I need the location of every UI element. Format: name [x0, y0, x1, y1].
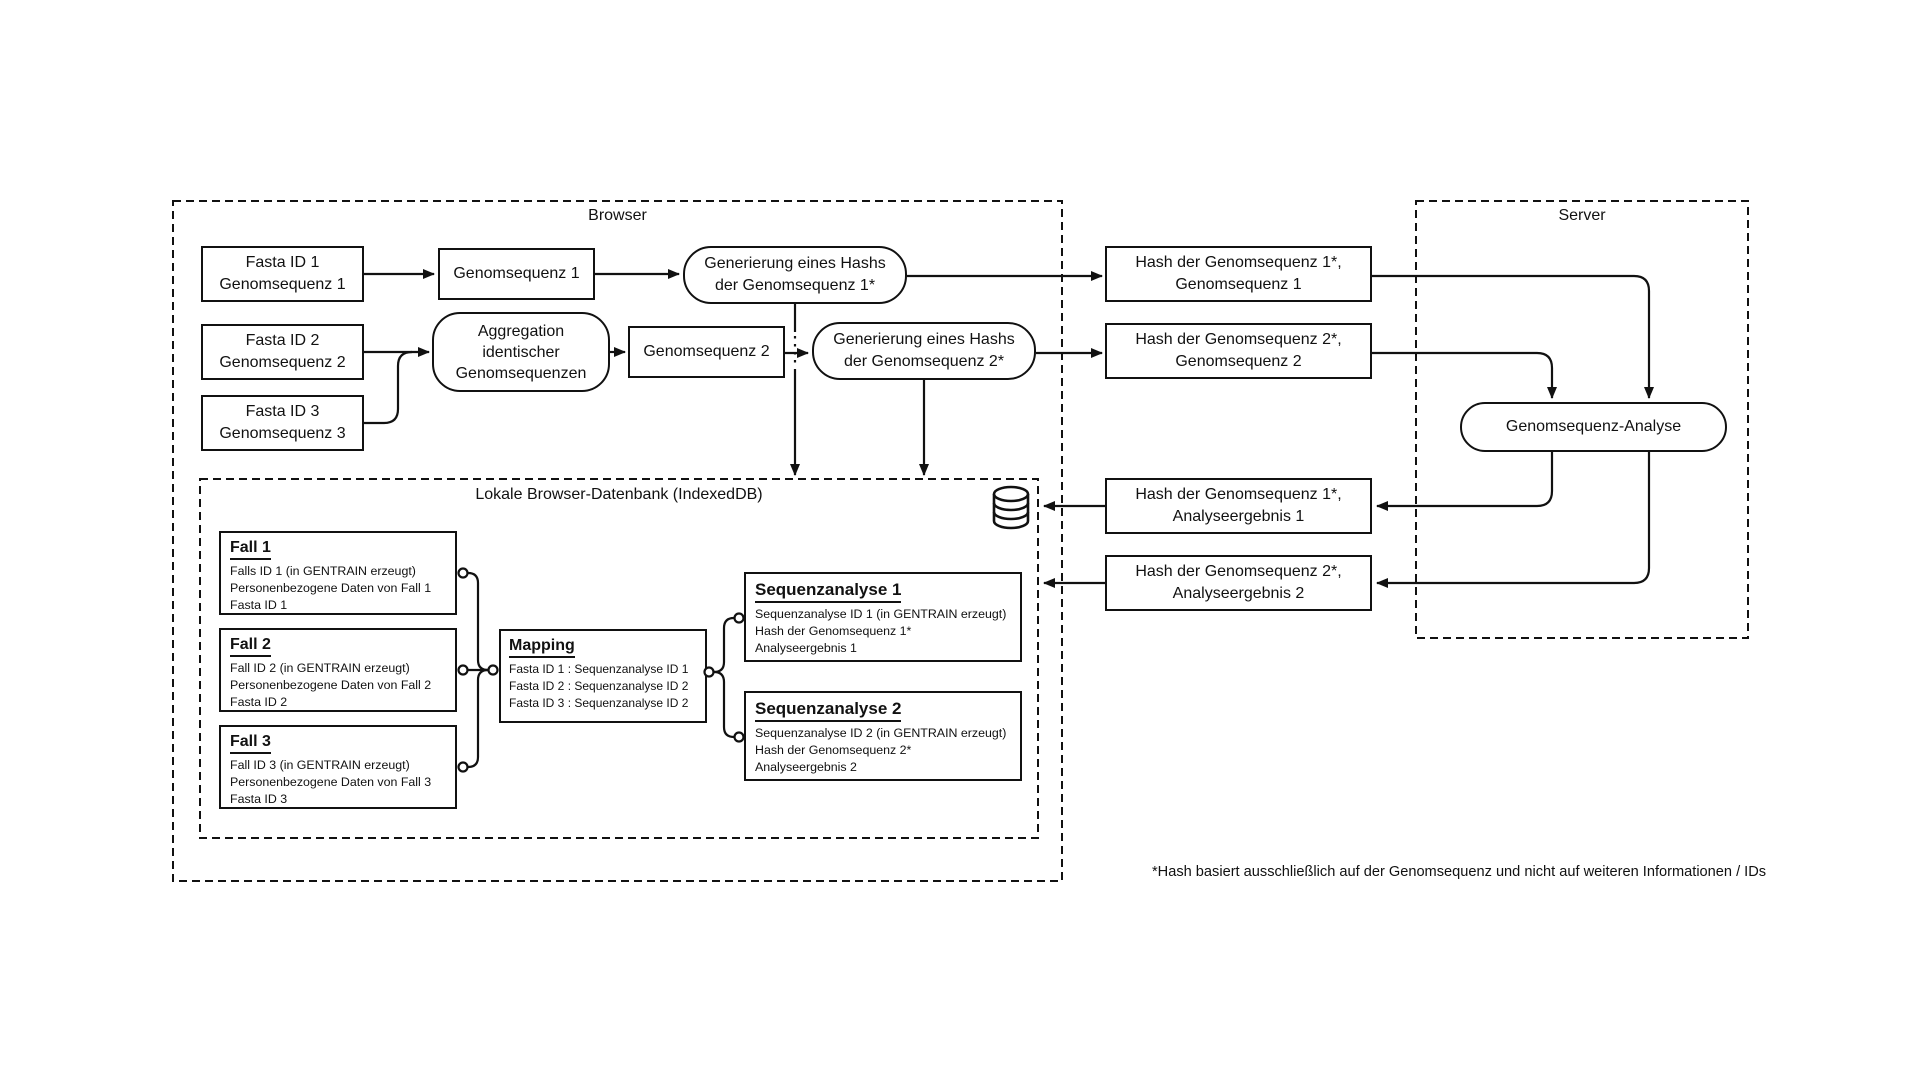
connector-mapping-to-sa1: [713, 616, 735, 674]
entity-row: Sequenzanalyse ID 1 (in GENTRAIN erzeugt…: [755, 607, 1007, 621]
indexeddb-container-label: Lokale Browser-Datenbank (IndexedDB): [475, 486, 763, 503]
entity-title: Sequenzanalyse 1: [755, 580, 902, 603]
entity-title: Fall 1: [230, 539, 271, 560]
entity-title: Fall 3: [230, 733, 271, 754]
node-line: der Genomsequenz 2*: [843, 353, 1005, 370]
entity-fall-1: Fall 1 Falls ID 1 (in GENTRAIN erzeugt) …: [219, 531, 457, 615]
node-line: Fasta ID 3: [245, 403, 320, 420]
arrow-analyse-to-result1: [1376, 452, 1554, 511]
entity-row: Personenbezogene Daten von Fall 3: [230, 775, 432, 789]
node-line: Hash der Genomsequenz 2*,: [1135, 563, 1342, 580]
node-fasta-id-2: Fasta ID 2 Genomsequenz 2: [201, 324, 364, 380]
node-line: Genomsequenz 2: [643, 343, 770, 360]
entity-sequenzanalyse-2: Sequenzanalyse 2 Sequenzanalyse ID 2 (in…: [744, 691, 1022, 781]
node-hash-generierung-2: Generierung eines Hashs der Genomsequenz…: [812, 322, 1036, 380]
node-genomsequenz-1: Genomsequenz 1: [438, 248, 595, 300]
entity-row: Hash der Genomsequenz 1*: [755, 624, 912, 638]
node-line: Genomsequenz 2: [1175, 353, 1302, 370]
entity-row: Sequenzanalyse ID 2 (in GENTRAIN erzeugt…: [755, 726, 1007, 740]
node-line: Genomsequenz 1: [453, 265, 580, 282]
connector-fall3-to-mapping: [467, 668, 489, 769]
node-line: Genomsequenz 2: [219, 354, 346, 371]
entity-row: Hash der Genomsequenz 2*: [755, 743, 912, 757]
node-line: Hash der Genomsequenz 2*,: [1135, 331, 1342, 348]
entity-row: Fasta ID 1 : Sequenzanalyse ID 1: [509, 662, 689, 676]
entity-row: Fasta ID 2: [230, 695, 288, 709]
connector-dot: [457, 664, 469, 676]
connector-dot: [457, 567, 469, 579]
node-line: Hash der Genomsequenz 1*,: [1135, 254, 1342, 271]
entity-title: Mapping: [509, 637, 575, 658]
node-hash-generierung-1: Generierung eines Hashs der Genomsequenz…: [683, 246, 907, 304]
node-fasta-id-1: Fasta ID 1 Genomsequenz 1: [201, 246, 364, 302]
node-line: Hash der Genomsequenz 1*,: [1135, 486, 1342, 503]
entity-row: Fall ID 2 (in GENTRAIN erzeugt): [230, 661, 410, 675]
arrow-analyse-to-result2: [1376, 452, 1651, 588]
connector-fall1-to-mapping: [467, 571, 489, 672]
connector-mapping-to-sa2: [713, 670, 735, 739]
connector-dot: [457, 761, 469, 773]
entity-title: Fall 2: [230, 636, 271, 657]
node-genomsequenz-analyse: Genomsequenz-Analyse: [1460, 402, 1727, 452]
node-line: Genomsequenzen: [455, 364, 587, 382]
entity-mapping: Mapping Fasta ID 1 : Sequenzanalyse ID 1…: [499, 629, 707, 723]
node-line: Genomsequenz-Analyse: [1505, 418, 1682, 435]
entity-title: Sequenzanalyse 2: [755, 699, 902, 722]
node-line: Generierung eines Hashs: [833, 331, 1015, 348]
entity-row: Fall ID 3 (in GENTRAIN erzeugt): [230, 758, 410, 772]
connector-dot: [733, 731, 745, 743]
arrow-fasta3-merge: [364, 350, 413, 425]
server-container-label: Server: [1558, 207, 1606, 224]
node-fasta-id-3: Fasta ID 3 Genomsequenz 3: [201, 395, 364, 451]
node-line: Generierung eines Hashs: [704, 255, 886, 272]
arrow-hash1-to-analyse: [1372, 274, 1654, 399]
node-line: Genomsequenz 1: [1175, 276, 1302, 293]
node-line: Genomsequenz 3: [219, 425, 346, 442]
entity-row: Falls ID 1 (in GENTRAIN erzeugt): [230, 564, 416, 578]
entity-row: Fasta ID 2 : Sequenzanalyse ID 2: [509, 679, 689, 693]
node-genomsequenz-2: Genomsequenz 2: [628, 326, 785, 378]
node-line: identischer: [482, 343, 560, 361]
node-line: Genomsequenz 1: [219, 276, 346, 293]
connector-dot: [487, 664, 499, 676]
node-line: der Genomsequenz 1*: [714, 277, 876, 294]
connector-dot: [733, 612, 745, 624]
node-line: Analyseergebnis 1: [1172, 508, 1305, 525]
node-line: Analyseergebnis 2: [1172, 585, 1305, 602]
entity-row: Fasta ID 3: [230, 792, 288, 806]
node-hash-analyseergebnis-1: Hash der Genomsequenz 1*, Analyseergebni…: [1105, 478, 1372, 534]
entity-fall-2: Fall 2 Fall ID 2 (in GENTRAIN erzeugt) P…: [219, 628, 457, 712]
node-hash-genomsequenz-1: Hash der Genomsequenz 1*, Genomsequenz 1: [1105, 246, 1372, 302]
entity-row: Fasta ID 3 : Sequenzanalyse ID 2: [509, 696, 689, 710]
node-hash-genomsequenz-2: Hash der Genomsequenz 2*, Genomsequenz 2: [1105, 323, 1372, 379]
arrow-hash2-to-analyse: [1372, 351, 1557, 399]
entity-row: Personenbezogene Daten von Fall 2: [230, 678, 432, 692]
hash-footnote: *Hash basiert ausschließlich auf der Gen…: [1152, 864, 1767, 880]
entity-row: Analyseergebnis 1: [755, 641, 857, 655]
entity-row: Fasta ID 1: [230, 598, 288, 612]
browser-container-label: Browser: [588, 207, 647, 224]
entity-row: Analyseergebnis 2: [755, 760, 857, 774]
entity-sequenzanalyse-1: Sequenzanalyse 1 Sequenzanalyse ID 1 (in…: [744, 572, 1022, 662]
node-line: Aggregation: [477, 322, 565, 340]
entity-fall-3: Fall 3 Fall ID 3 (in GENTRAIN erzeugt) P…: [219, 725, 457, 809]
node-line: Fasta ID 1: [245, 254, 320, 271]
node-line: Fasta ID 2: [245, 332, 320, 349]
node-hash-analyseergebnis-2: Hash der Genomsequenz 2*, Analyseergebni…: [1105, 555, 1372, 611]
node-aggregation: Aggregation identischer Genomsequenzen: [432, 312, 610, 392]
entity-row: Personenbezogene Daten von Fall 1: [230, 581, 432, 595]
